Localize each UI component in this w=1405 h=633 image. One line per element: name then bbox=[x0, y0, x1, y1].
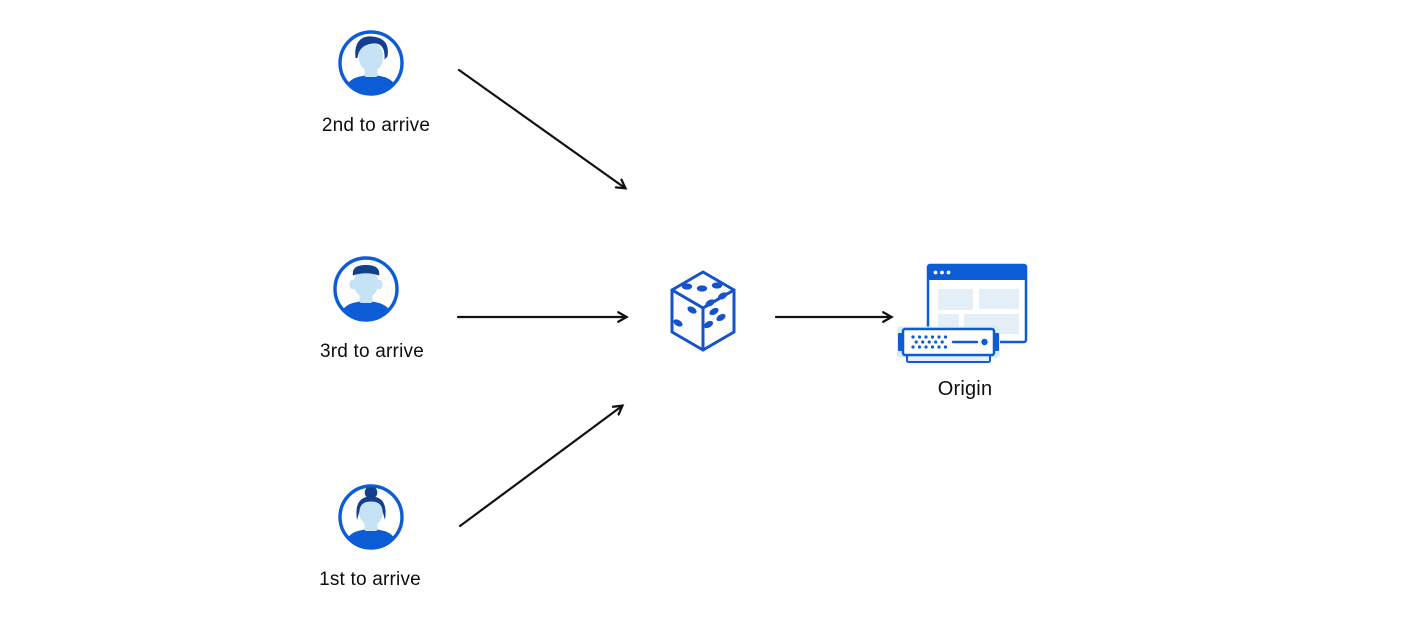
node-first-visitor bbox=[338, 484, 404, 550]
node-label-first-visitor: 1st to arrive bbox=[319, 569, 421, 590]
node-label-origin: Origin bbox=[937, 378, 993, 400]
person-female-bun-hair-avatar-icon bbox=[338, 484, 404, 550]
person-male-flat-hair-avatar-icon bbox=[333, 256, 399, 322]
node-third-visitor bbox=[333, 256, 399, 322]
person-male-swept-hair-avatar-icon bbox=[338, 30, 404, 96]
node-label-second-visitor: 2nd to arrive bbox=[321, 115, 431, 136]
node-second-visitor bbox=[338, 30, 404, 96]
window-dot-icon bbox=[933, 270, 938, 275]
origin-browser-and-server-icon bbox=[897, 263, 1028, 363]
node-label-third-visitor: 3rd to arrive bbox=[320, 341, 424, 362]
node-random-selector bbox=[668, 269, 738, 353]
server-dot-matrix bbox=[911, 335, 948, 349]
arrow-second-visitor-to-dice bbox=[457, 68, 628, 190]
dice-icon bbox=[670, 270, 736, 352]
server-icon bbox=[897, 326, 1000, 363]
window-dot-icon bbox=[946, 270, 951, 275]
arrow-first-visitor-to-dice bbox=[458, 404, 625, 528]
node-origin bbox=[895, 263, 1030, 365]
server-led-icon bbox=[981, 338, 988, 346]
window-dot-icon bbox=[940, 270, 944, 275]
